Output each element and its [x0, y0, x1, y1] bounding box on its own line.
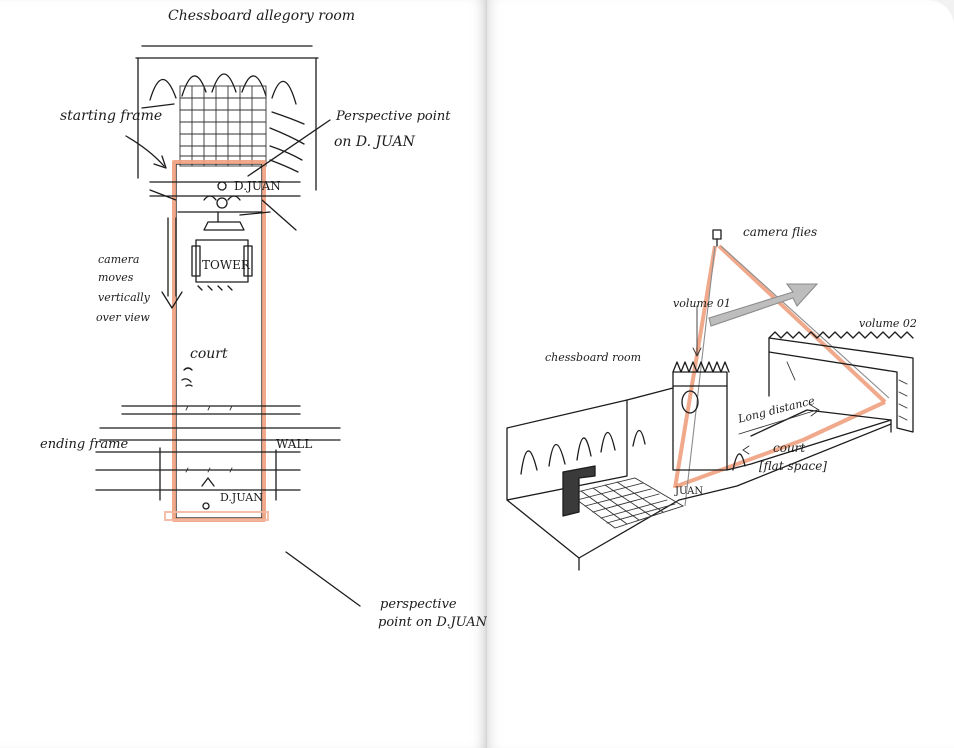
right-sketchbook-page: camera flies volume 01 volume 02 chessbo… [487, 0, 954, 748]
camera-icon [713, 230, 721, 246]
flat-space-label: [flat space] [759, 460, 827, 474]
camera-moves-line3: vertically [98, 292, 150, 305]
floor-chessboard-grid [569, 478, 683, 528]
camera-path-strip [165, 162, 268, 520]
djuan-bottom-marker [202, 478, 214, 509]
perspective-point-bottom-label-line2: point on D.JUAN [378, 616, 487, 631]
room-title: Chessboard allegory room [168, 8, 355, 24]
volume-01-label: volume 01 [673, 298, 731, 311]
tower-sketch [192, 212, 252, 290]
camera-moves-line1: camera [98, 254, 139, 267]
left-sketchbook-page: Chessboard allegory room starting frame … [0, 0, 487, 748]
camera-moves-line4: over view [96, 312, 150, 325]
wall-label: WALL [276, 438, 312, 452]
tower-label: TOWER [202, 259, 250, 273]
chessboard-room-label: chessboard room [545, 352, 641, 365]
camera-flies-label: camera flies [743, 226, 817, 240]
djuan-top-label: D.JUAN [234, 180, 281, 194]
wall-lines [96, 406, 340, 500]
ending-frame-label: ending frame [40, 438, 128, 453]
starting-frame-label: starting frame [60, 108, 162, 124]
perspective-point-top-label-line2: on D. JUAN [334, 134, 415, 150]
court-label: court [190, 346, 228, 362]
volume-02-label: volume 02 [859, 318, 917, 331]
chessboard-room-arches [136, 46, 318, 190]
throne-block [563, 466, 595, 516]
djuan-bottom-label: D.JUAN [220, 492, 263, 505]
starting-frame-arrow [126, 136, 166, 168]
chessboard-grid [180, 86, 266, 166]
perspective-point-bottom-label-line1: perspective [380, 598, 457, 613]
perspective-point-top-label-line1: Perspective point [336, 110, 451, 125]
perspective-scene-sketch [487, 0, 954, 748]
court-marks [182, 368, 192, 386]
court-label: court [773, 442, 805, 456]
juan-label: JUAN [675, 486, 703, 498]
camera-moves-line2: moves [98, 272, 133, 285]
